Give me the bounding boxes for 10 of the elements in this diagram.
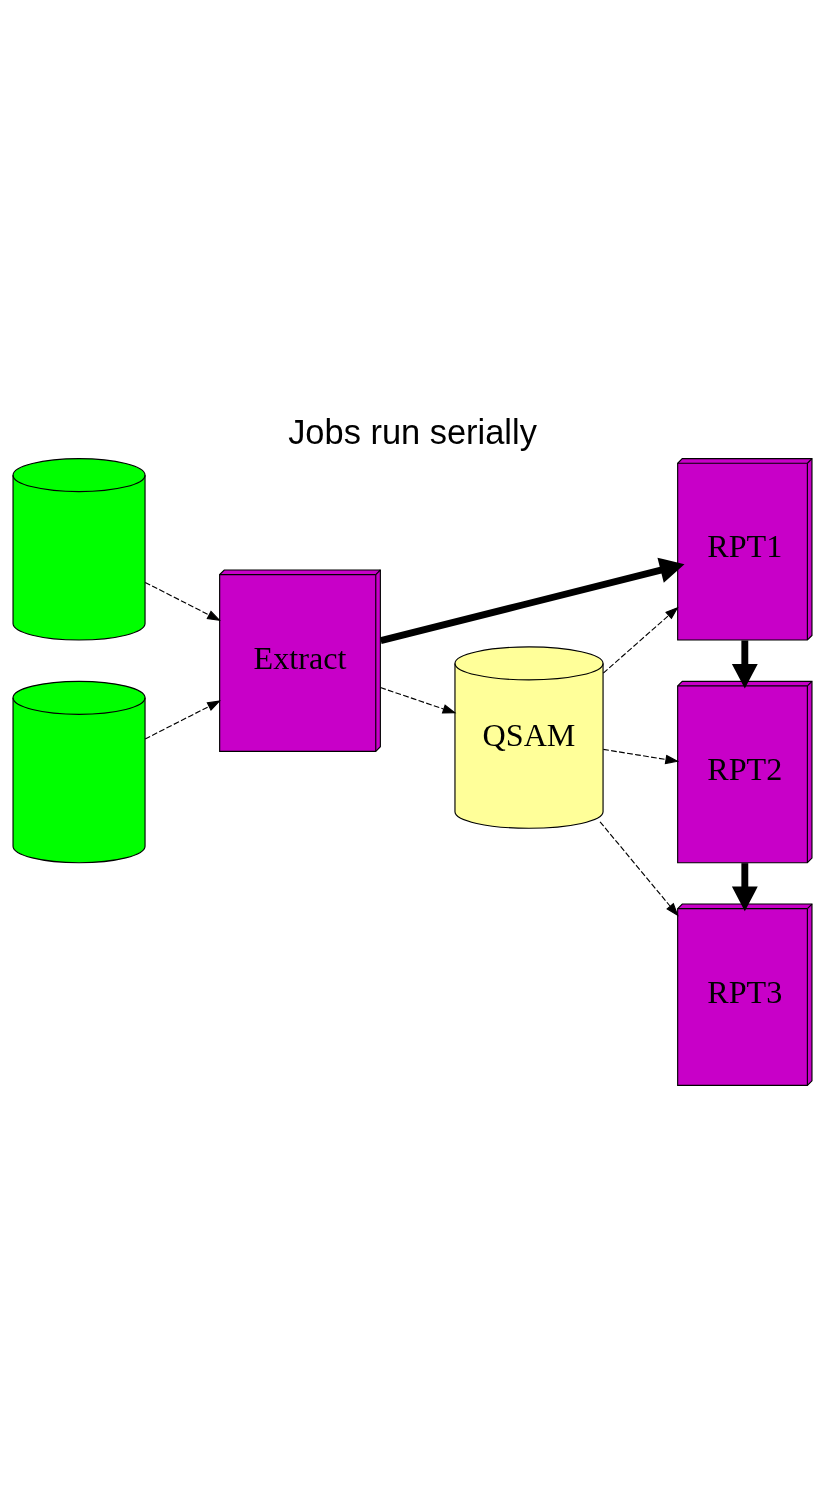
arrow bbox=[602, 748, 680, 765]
arrow bbox=[731, 640, 758, 689]
diagram-title: Jobs run serially bbox=[288, 412, 537, 451]
arrow bbox=[144, 581, 221, 621]
arrow bbox=[379, 557, 685, 644]
arrow bbox=[599, 821, 679, 917]
arrow bbox=[379, 687, 457, 714]
arrow bbox=[602, 606, 679, 674]
arrow bbox=[144, 700, 221, 740]
arrow bbox=[731, 863, 758, 912]
